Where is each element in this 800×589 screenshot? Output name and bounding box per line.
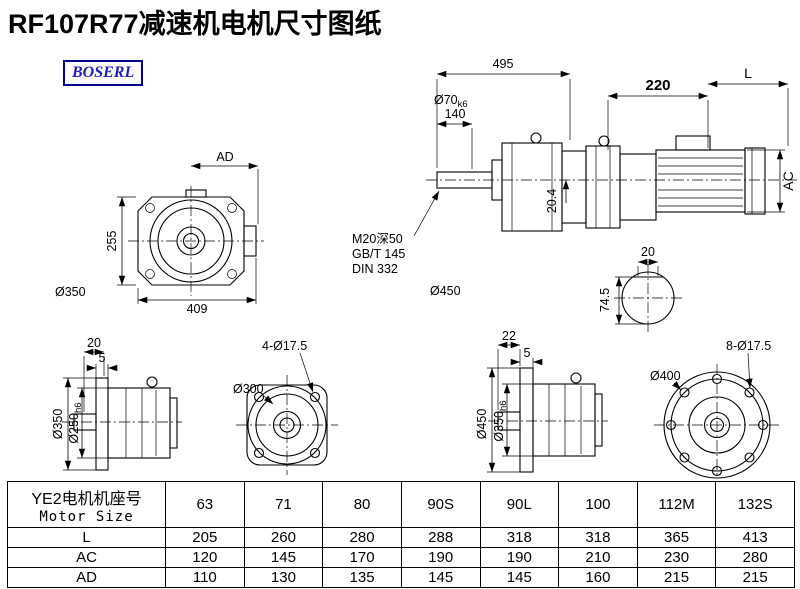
gear-body <box>107 387 171 459</box>
size-header: 132S <box>715 481 795 528</box>
dim-value: 230 <box>636 547 717 568</box>
dim-value: 190 <box>400 547 481 568</box>
terminal-box <box>675 135 711 151</box>
dim-5-label: 5 <box>524 346 531 360</box>
dim-o300-label: Ø300 <box>233 382 264 396</box>
gear-housing <box>501 142 563 232</box>
dim-value: 160 <box>558 567 638 588</box>
note-gbt-label: GB/T 145 <box>352 247 405 261</box>
motor-body <box>655 149 746 213</box>
flange-side-view-450: 22 5 Ø450 Ø350h6 <box>475 329 608 473</box>
header-en: Motor Size <box>39 508 134 525</box>
flange-side-view-350: 20 5 Ø350 Ø250h6 <box>51 336 182 471</box>
size-header: 63 <box>165 481 245 528</box>
side-view: 495 140 Ø70k6 220 L AC 20.4 M20深50 GB/T … <box>352 57 797 332</box>
lifting-eye-2 <box>598 135 610 147</box>
fan-cover <box>744 147 766 215</box>
front-side-boss <box>243 225 257 257</box>
dim-value: 110 <box>165 567 245 588</box>
page-title: RF107R77减速机电机尺寸图纸 <box>8 9 382 39</box>
table-row-ad: AD 110 130 135 145 145 160 215 215 <box>7 567 795 588</box>
dim-22-label: 22 <box>502 329 516 343</box>
dim-o400-label: Ø400 <box>650 369 681 383</box>
dim-140-label: 140 <box>445 107 466 121</box>
table-header-row: YE2电机机座号 Motor Size 63 71 80 90S 90L 100… <box>7 481 795 528</box>
lifting-eye <box>530 132 542 144</box>
note-din-label: DIN 332 <box>352 262 398 276</box>
dim-o250h6-label: Ø250h6 <box>67 402 84 443</box>
front-housing-outline <box>137 196 245 286</box>
motor-size-header-cell: YE2电机机座号 Motor Size <box>7 481 166 528</box>
row-label: AC <box>7 547 166 568</box>
dim-495-label: 495 <box>493 57 514 71</box>
dim-value: 365 <box>636 527 717 548</box>
front-view: AD 255 409 Ø350 <box>55 150 264 316</box>
front-top-lug <box>185 189 207 198</box>
size-header: 90L <box>479 481 560 528</box>
flange-plate <box>95 377 109 471</box>
dim-o450-flange-label: Ø450 <box>475 409 489 440</box>
dim-value: 260 <box>243 527 324 548</box>
size-header: 112M <box>636 481 717 528</box>
dim-value: 145 <box>400 567 481 588</box>
table-row-l: L 205 260 280 288 318 318 365 413 <box>7 527 795 548</box>
lifting-eye <box>570 372 582 384</box>
motor-size-table: YE2电机机座号 Motor Size 63 71 80 90S 90L 100… <box>7 481 795 588</box>
dim-value: 120 <box>165 547 245 568</box>
dim-l-label: L <box>744 65 752 81</box>
dim-ad-label: AD <box>216 150 233 164</box>
flange-plate <box>519 367 534 473</box>
dim-value: 318 <box>558 527 638 548</box>
dim-value: 135 <box>322 567 402 588</box>
square-flange <box>246 384 328 466</box>
dim-key-20-label: 20 <box>641 245 655 259</box>
round-flange <box>663 371 771 479</box>
dim-value: 215 <box>636 567 717 588</box>
dim-value: 318 <box>479 527 560 548</box>
note-tap-label: M20深50 <box>352 232 403 246</box>
row-label: L <box>7 527 166 548</box>
dim-value: 170 <box>322 547 402 568</box>
dim-409-label: 409 <box>187 302 208 316</box>
dim-value: 210 <box>558 547 638 568</box>
table-row-ac: AC 120 145 170 190 190 210 230 280 <box>7 547 795 568</box>
dim-ac-label: AC <box>780 171 796 190</box>
dim-74-5-label: 74.5 <box>598 288 612 312</box>
dim-value: 280 <box>715 547 795 568</box>
size-header: 80 <box>322 481 402 528</box>
dim-value: 288 <box>400 527 481 548</box>
dim-o450-label: Ø450 <box>430 284 461 298</box>
dim-value: 280 <box>322 527 402 548</box>
flange-face-view-300: 4-Ø17.5 Ø300 <box>233 339 338 475</box>
header-cn: YE2电机机座号 <box>31 490 142 508</box>
boserl-logo: BOSERL <box>63 60 144 86</box>
flange-face-view-400: 8-Ø17.5 Ø400 <box>650 339 780 479</box>
holes-4-o17-5-label: 4-Ø17.5 <box>262 339 307 353</box>
dim-value: 145 <box>243 547 324 568</box>
dim-o350-flange-label: Ø350 <box>51 409 65 440</box>
dim-o350-label: Ø350 <box>55 285 86 299</box>
size-header: 100 <box>558 481 638 528</box>
dim-value: 130 <box>243 567 324 588</box>
dim-255-label: 255 <box>105 231 119 252</box>
holes-8-o17-5-label: 8-Ø17.5 <box>726 339 771 353</box>
dim-value: 215 <box>715 567 795 588</box>
dim-220-label: 220 <box>645 77 670 94</box>
size-header: 90S <box>400 481 481 528</box>
dim-value: 205 <box>165 527 245 548</box>
dim-value: 145 <box>479 567 560 588</box>
shaft-dia-label: Ø70k6 <box>434 93 468 110</box>
dim-20-4-label: 20.4 <box>545 189 559 213</box>
dim-value: 190 <box>479 547 560 568</box>
dim-20-label: 20 <box>87 336 101 350</box>
technical-drawing: AD 255 409 Ø350 <box>51 57 797 479</box>
dim-o350h6-label: Ø350h6 <box>492 400 509 441</box>
row-label: AD <box>7 567 166 588</box>
size-header: 71 <box>243 481 324 528</box>
dim-5-label: 5 <box>99 351 106 365</box>
dim-value: 413 <box>715 527 795 548</box>
lifting-eye <box>146 376 158 388</box>
gear-body <box>532 383 596 457</box>
motor-adapter <box>619 153 657 221</box>
